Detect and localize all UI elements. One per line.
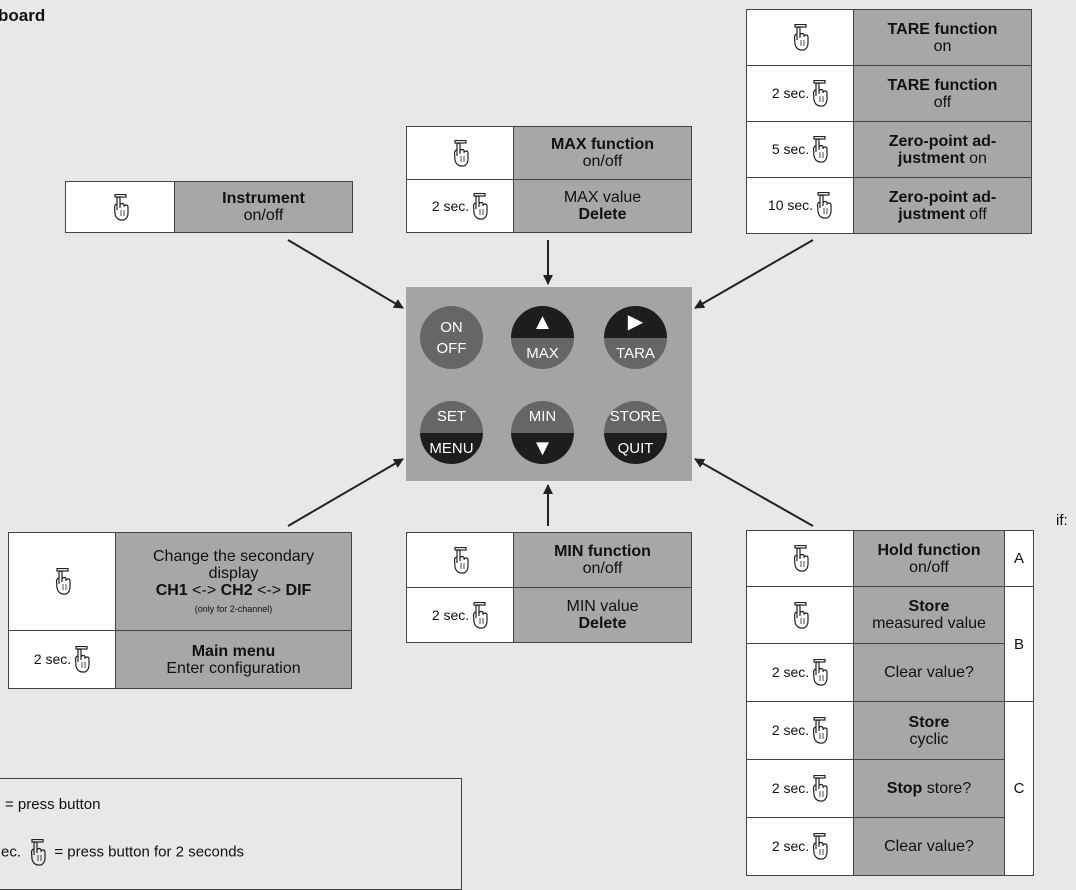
max-key[interactable]: ▲ MAX [511, 306, 574, 369]
arrow-set [287, 458, 404, 527]
arrow-store [694, 458, 814, 527]
arrow-tare [694, 239, 814, 309]
legend-hold: = press button for 2 seconds [54, 843, 245, 861]
arrow-instrument [287, 239, 404, 309]
legend-press: = press button [5, 796, 101, 813]
store-quit-key[interactable]: STORE QUIT [604, 401, 667, 464]
if-label: if: [1056, 512, 1068, 529]
tara-key[interactable]: ▶ TARA [604, 306, 667, 369]
right-arrow-icon: ▶ [604, 306, 667, 338]
down-arrow-icon: ▼ [511, 432, 574, 464]
set-menu-table: Change the secondary display CH1 <-> CH2… [8, 532, 352, 689]
set-menu-key[interactable]: SET MENU [420, 401, 483, 464]
page-title: board [0, 6, 46, 25]
up-arrow-icon: ▲ [511, 306, 574, 338]
legend: = press button ec. = press button for 2 … [0, 778, 462, 890]
hand-hold-icon [31, 839, 46, 866]
min-key[interactable]: MIN ▼ [511, 401, 574, 464]
on-off-key[interactable]: ON OFF [420, 306, 483, 369]
keypad: ON OFF ▲ MAX ▶ TARA SET MENU MIN ▼ STORE… [406, 287, 692, 481]
connector-arrows [287, 239, 814, 527]
